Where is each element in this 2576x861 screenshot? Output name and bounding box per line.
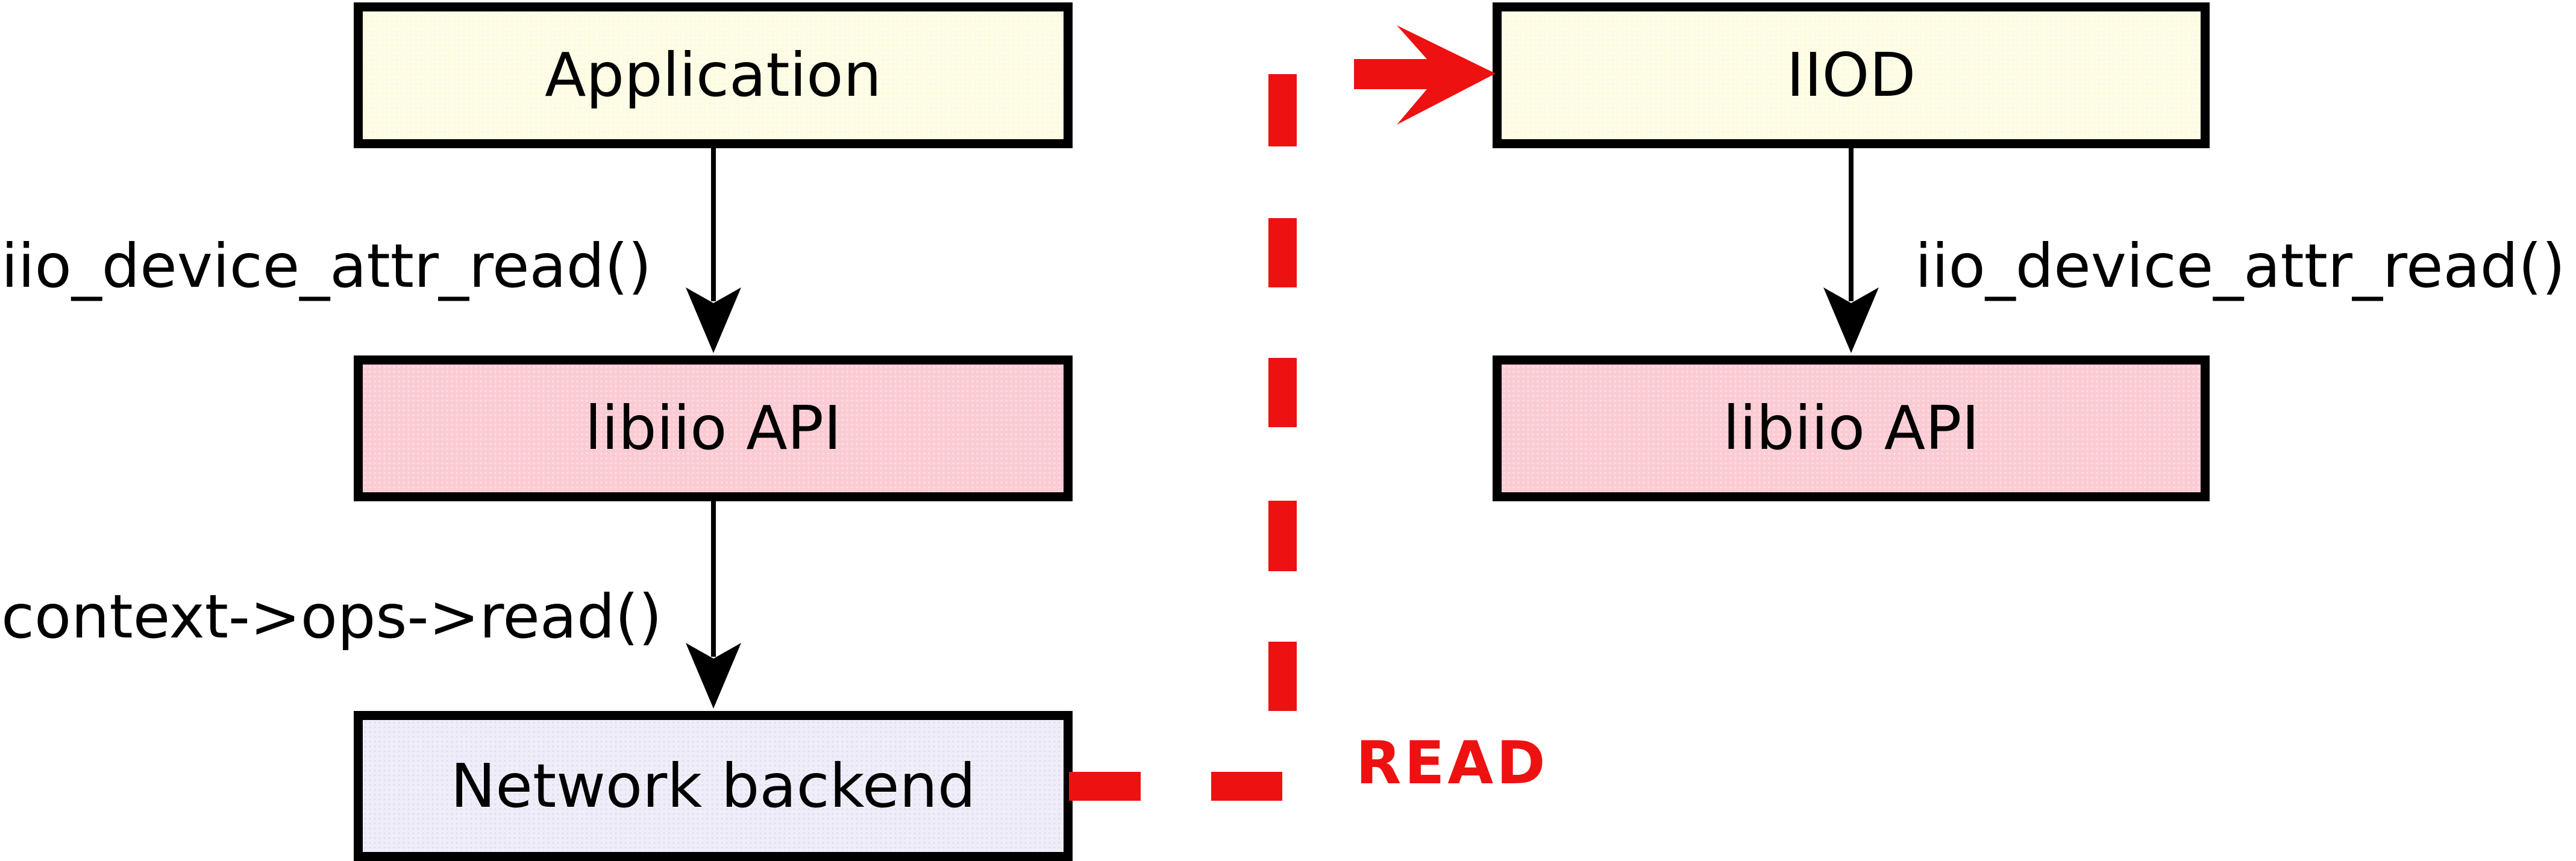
iiod-box-label: IIOD [1786, 40, 1916, 110]
read-dash [1069, 772, 1141, 801]
network-backend-box: Network backend [354, 711, 1073, 861]
read-dash [1268, 642, 1297, 711]
read-dash [1268, 501, 1297, 571]
red-arrow-icon [1354, 25, 1496, 125]
network-backend-box-label: Network backend [450, 750, 976, 821]
down-arrowhead-icon [1823, 287, 1879, 353]
iiod-box: IIOD [1493, 2, 2210, 148]
right-call-label: iio_device_attr_read() [1915, 231, 2566, 301]
left-call-label: iio_device_attr_read() [1, 231, 652, 301]
iiod-to-libiio-arrow [1823, 148, 1879, 353]
read-dash [1268, 74, 1297, 146]
read-label: READ [1356, 729, 1549, 798]
read-dash [1211, 772, 1282, 801]
application-box-label: Application [545, 40, 882, 110]
backend-call-label: context->ops->read() [1, 581, 662, 652]
libiio-to-network-arrow [686, 501, 741, 709]
libiio-api-right-box-label: libiio API [1723, 393, 1979, 463]
libiio-api-right-box: libiio API [1493, 355, 2210, 501]
application-box: Application [354, 2, 1073, 148]
libiio-api-left-box: libiio API [354, 355, 1073, 501]
read-dash [1268, 218, 1297, 287]
application-to-libiio-arrow [686, 148, 741, 353]
libiio-api-left-box-label: libiio API [584, 393, 842, 463]
down-arrowhead-icon [686, 287, 741, 353]
read-dash [1268, 358, 1297, 427]
down-arrowhead-icon [686, 643, 741, 709]
read-dashed-connector [1069, 25, 1496, 801]
